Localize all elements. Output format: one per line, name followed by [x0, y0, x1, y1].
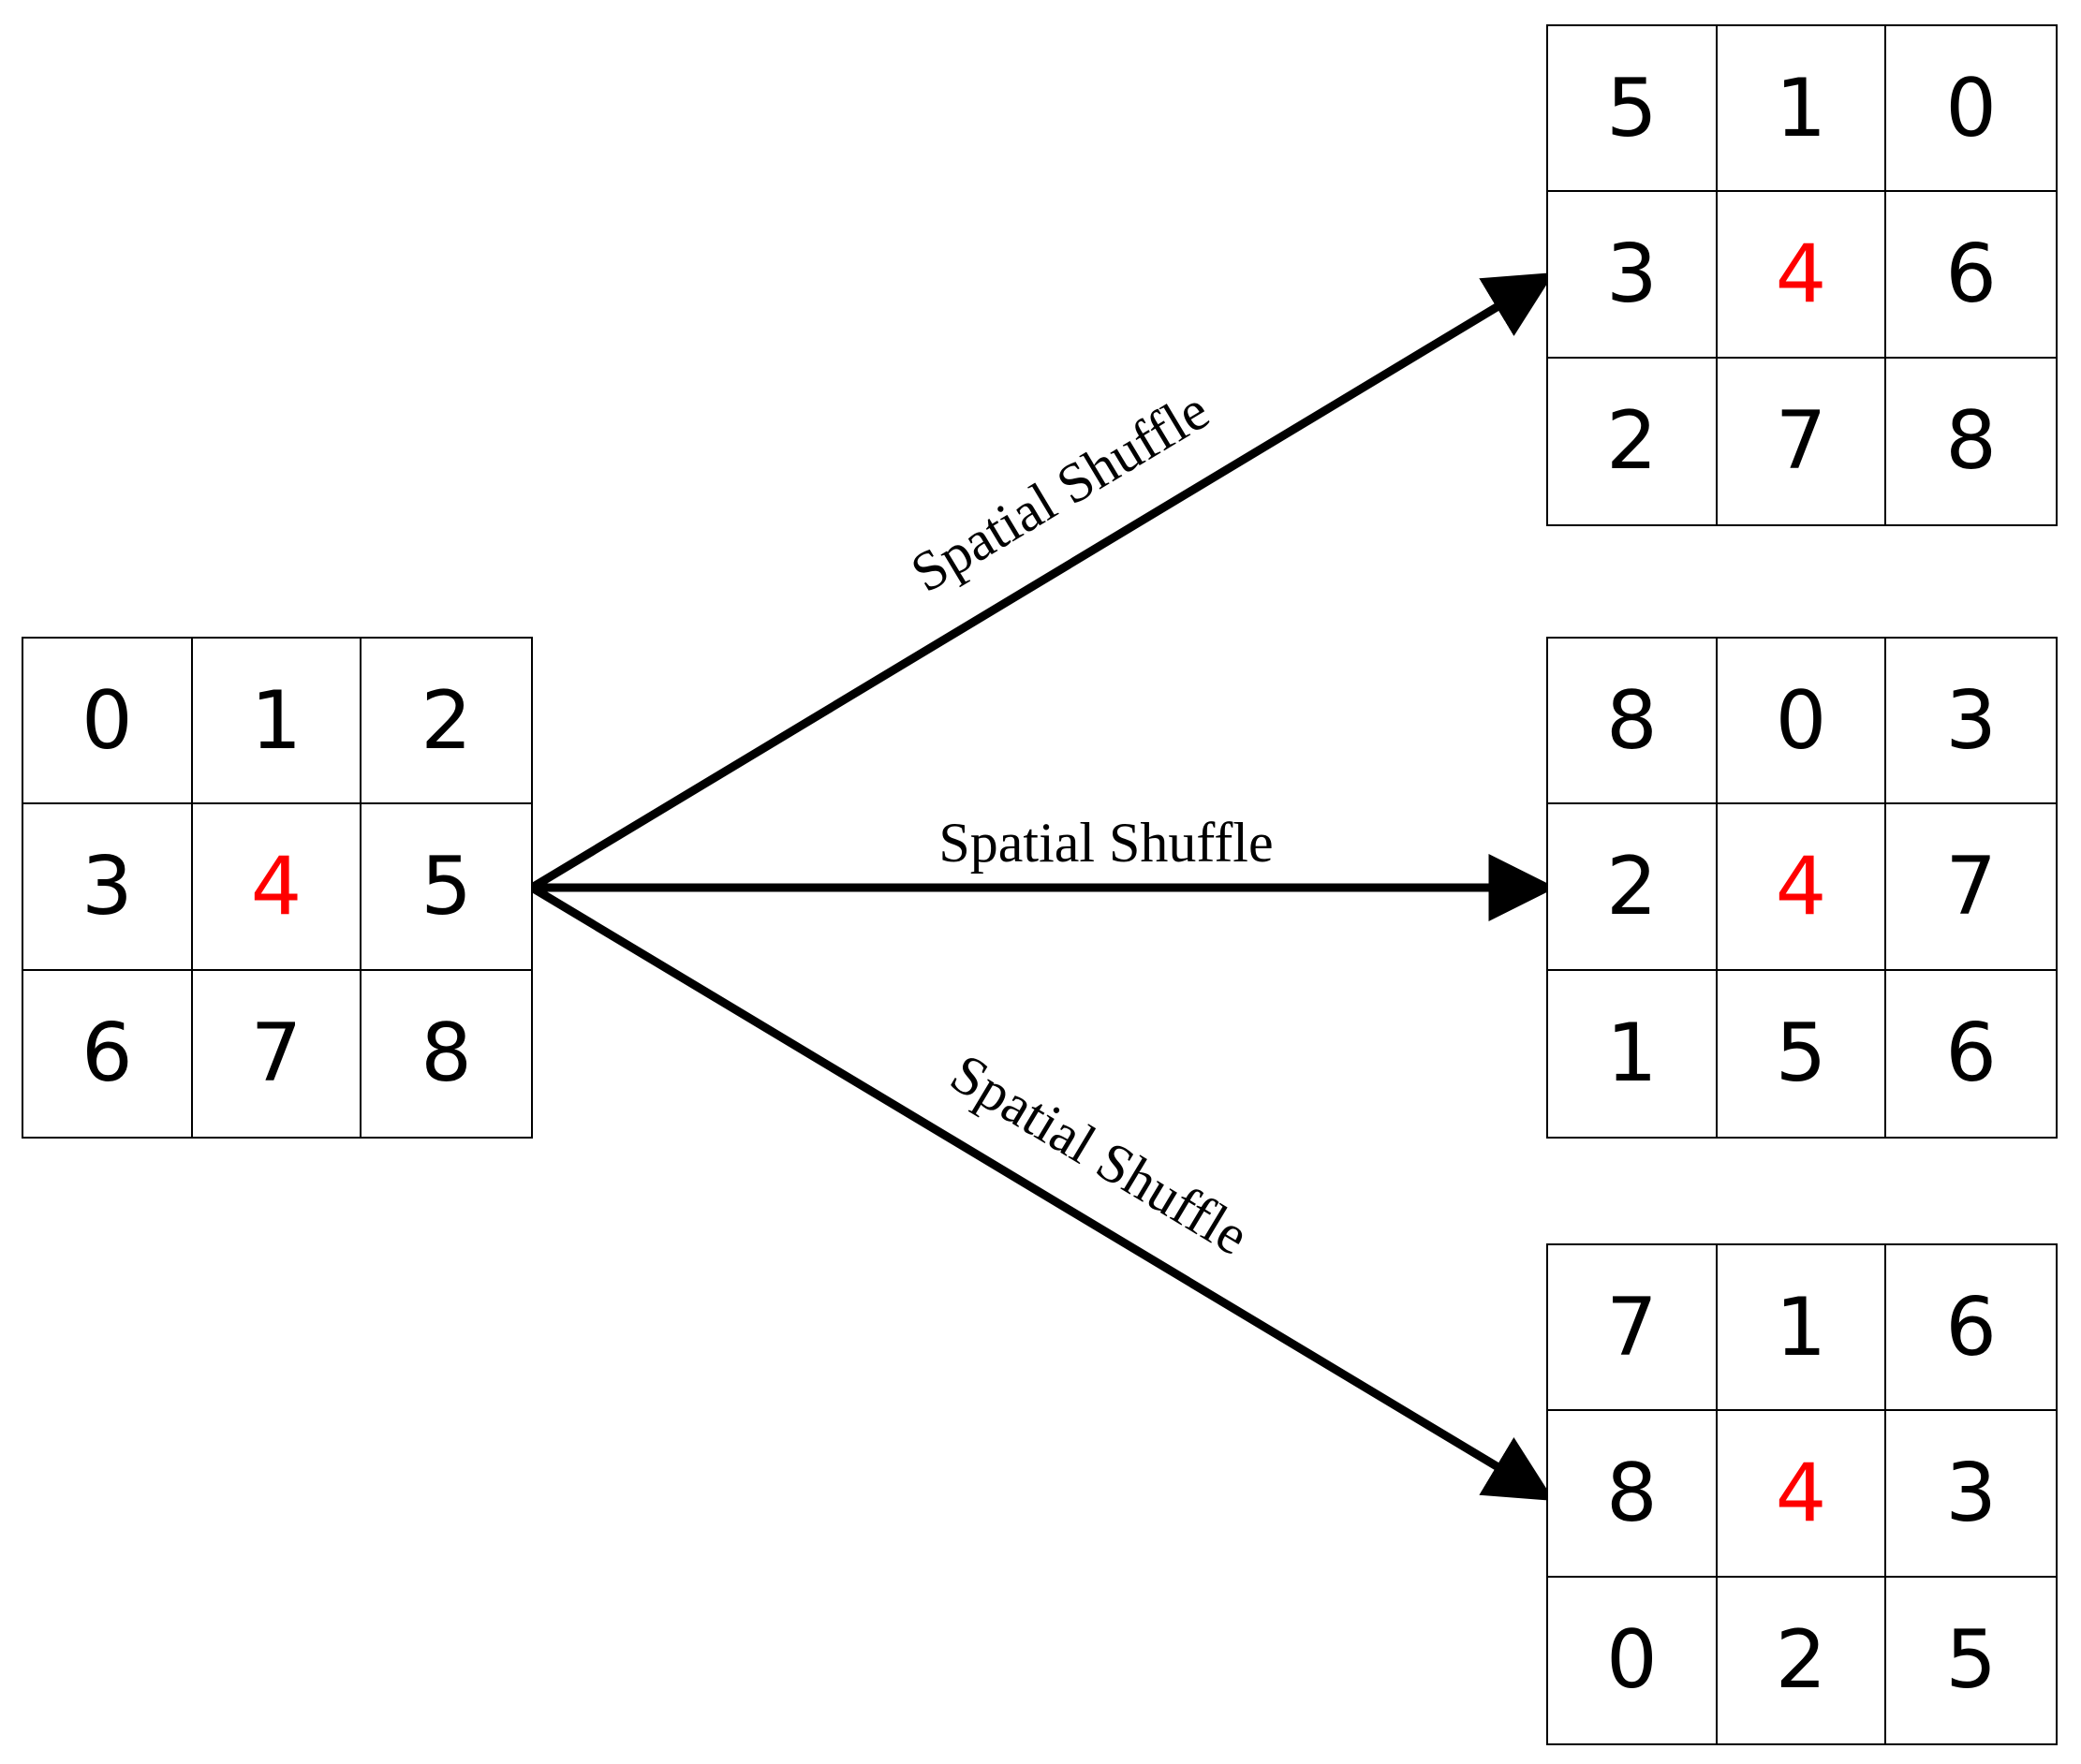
grid-cell: 8: [1945, 394, 1998, 489]
grid-cell: 8: [1548, 639, 1718, 805]
grid-cell: 5: [1548, 26, 1718, 193]
grid-cell: 6: [23, 970, 193, 1137]
grid-cell: 5: [1718, 970, 1887, 1137]
grid-cell: 5: [362, 804, 531, 971]
grid-cell: 0: [1886, 26, 2056, 193]
grid-cell: 2: [1718, 1577, 1887, 1743]
grid-cell: 6: [1945, 1007, 1998, 1101]
grid-cell: 3: [1886, 639, 2056, 805]
grid-cell-center: 4: [192, 804, 362, 971]
grid-cell: 8: [421, 1007, 473, 1101]
grid-cell: 3: [23, 804, 193, 971]
grid-cell: 7: [1548, 1245, 1718, 1412]
arrow-label-3: Spatial Shuffle: [940, 1042, 1259, 1268]
grid-cell: 1: [1717, 26, 1887, 193]
grid-cell-center: 4: [1717, 192, 1887, 359]
grid-cell-center: 4: [1717, 1411, 1887, 1578]
grid-cell: 5: [1945, 1613, 1998, 1708]
grid-cell: 7: [193, 970, 362, 1137]
grid-cell-center: 4: [1717, 804, 1887, 971]
grid-cell: 1: [1717, 1245, 1887, 1412]
arrow-to-output-1: [529, 272, 1555, 891]
grid-cell: 2: [1548, 358, 1718, 524]
grid-cell: 0: [1548, 1577, 1718, 1743]
grid-cell: 1: [192, 639, 362, 805]
grid-cell: 1: [1548, 970, 1718, 1137]
arrow-to-output-3: [529, 884, 1555, 1501]
grid-cell: 6: [1886, 192, 2056, 359]
grid-cell: 0: [1717, 639, 1887, 805]
arrow-label-2: Spatial Shuffle: [938, 812, 1273, 874]
grid-cell: 0: [23, 639, 193, 805]
grid-cell: 6: [1886, 1245, 2056, 1412]
grid-cell: 7: [1886, 804, 2056, 971]
grid-cell: 8: [1548, 1411, 1718, 1578]
grid-cell: 3: [1886, 1411, 2056, 1578]
grid-cell: 3: [1548, 192, 1718, 359]
grid-cell: 2: [362, 639, 531, 805]
grid-cell: 7: [1718, 358, 1887, 524]
grid-cell: 2: [1548, 804, 1718, 971]
